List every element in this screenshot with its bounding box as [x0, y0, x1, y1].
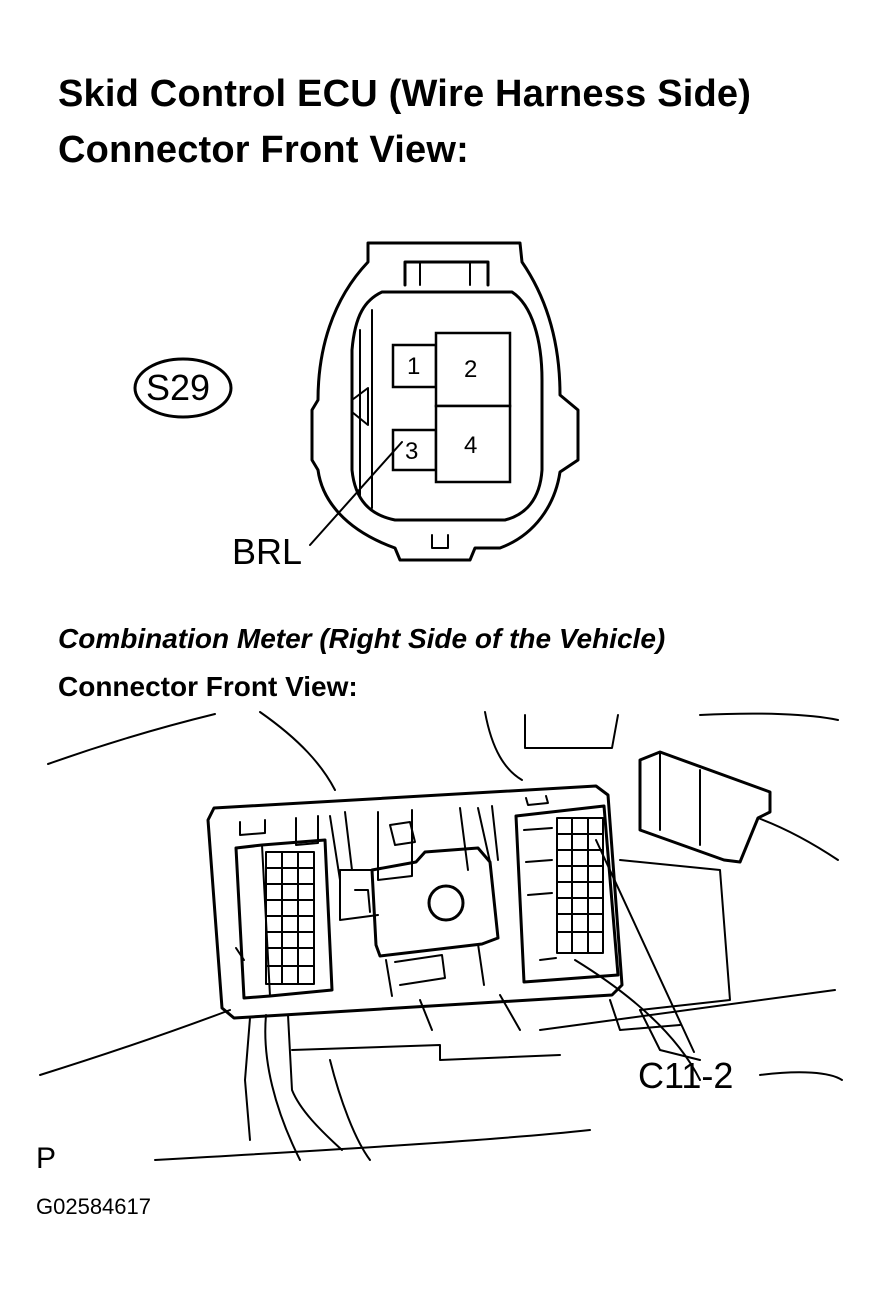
section-title: Combination Meter (Right Side of the Veh… — [58, 623, 666, 654]
figure-code: G02584617 — [36, 1194, 151, 1219]
pin-3-label: 3 — [405, 438, 419, 465]
page-title: Skid Control ECU (Wire Harness Side) — [58, 73, 752, 115]
connector-id-label: S29 — [146, 367, 211, 408]
connector-callout-label: C11-2 — [638, 1055, 734, 1096]
combination-meter-illustration — [39, 711, 843, 1161]
brl-leader-line — [309, 441, 403, 546]
c11-2-leader-line — [595, 839, 695, 1053]
connector-latch — [403, 260, 490, 287]
pin-3-cavity — [391, 428, 438, 472]
pin-1-label: 1 — [407, 353, 421, 380]
pin-2-label: 2 — [464, 356, 478, 383]
right-connector-grid — [556, 817, 604, 954]
connector-housing-inner — [350, 290, 544, 522]
wire-color-label: BRL — [232, 531, 303, 572]
left-connector-grid — [265, 851, 315, 985]
section-subtitle: Connector Front View: — [58, 671, 358, 702]
footer-letter: P — [36, 1142, 57, 1175]
connector-id-ellipse — [133, 357, 233, 419]
connector-housing-outer — [310, 241, 580, 562]
page-subtitle: Connector Front View: — [58, 129, 469, 171]
pin-4-cavity — [434, 404, 512, 484]
pin-4-label: 4 — [464, 432, 478, 459]
pin-1-cavity — [391, 343, 438, 389]
